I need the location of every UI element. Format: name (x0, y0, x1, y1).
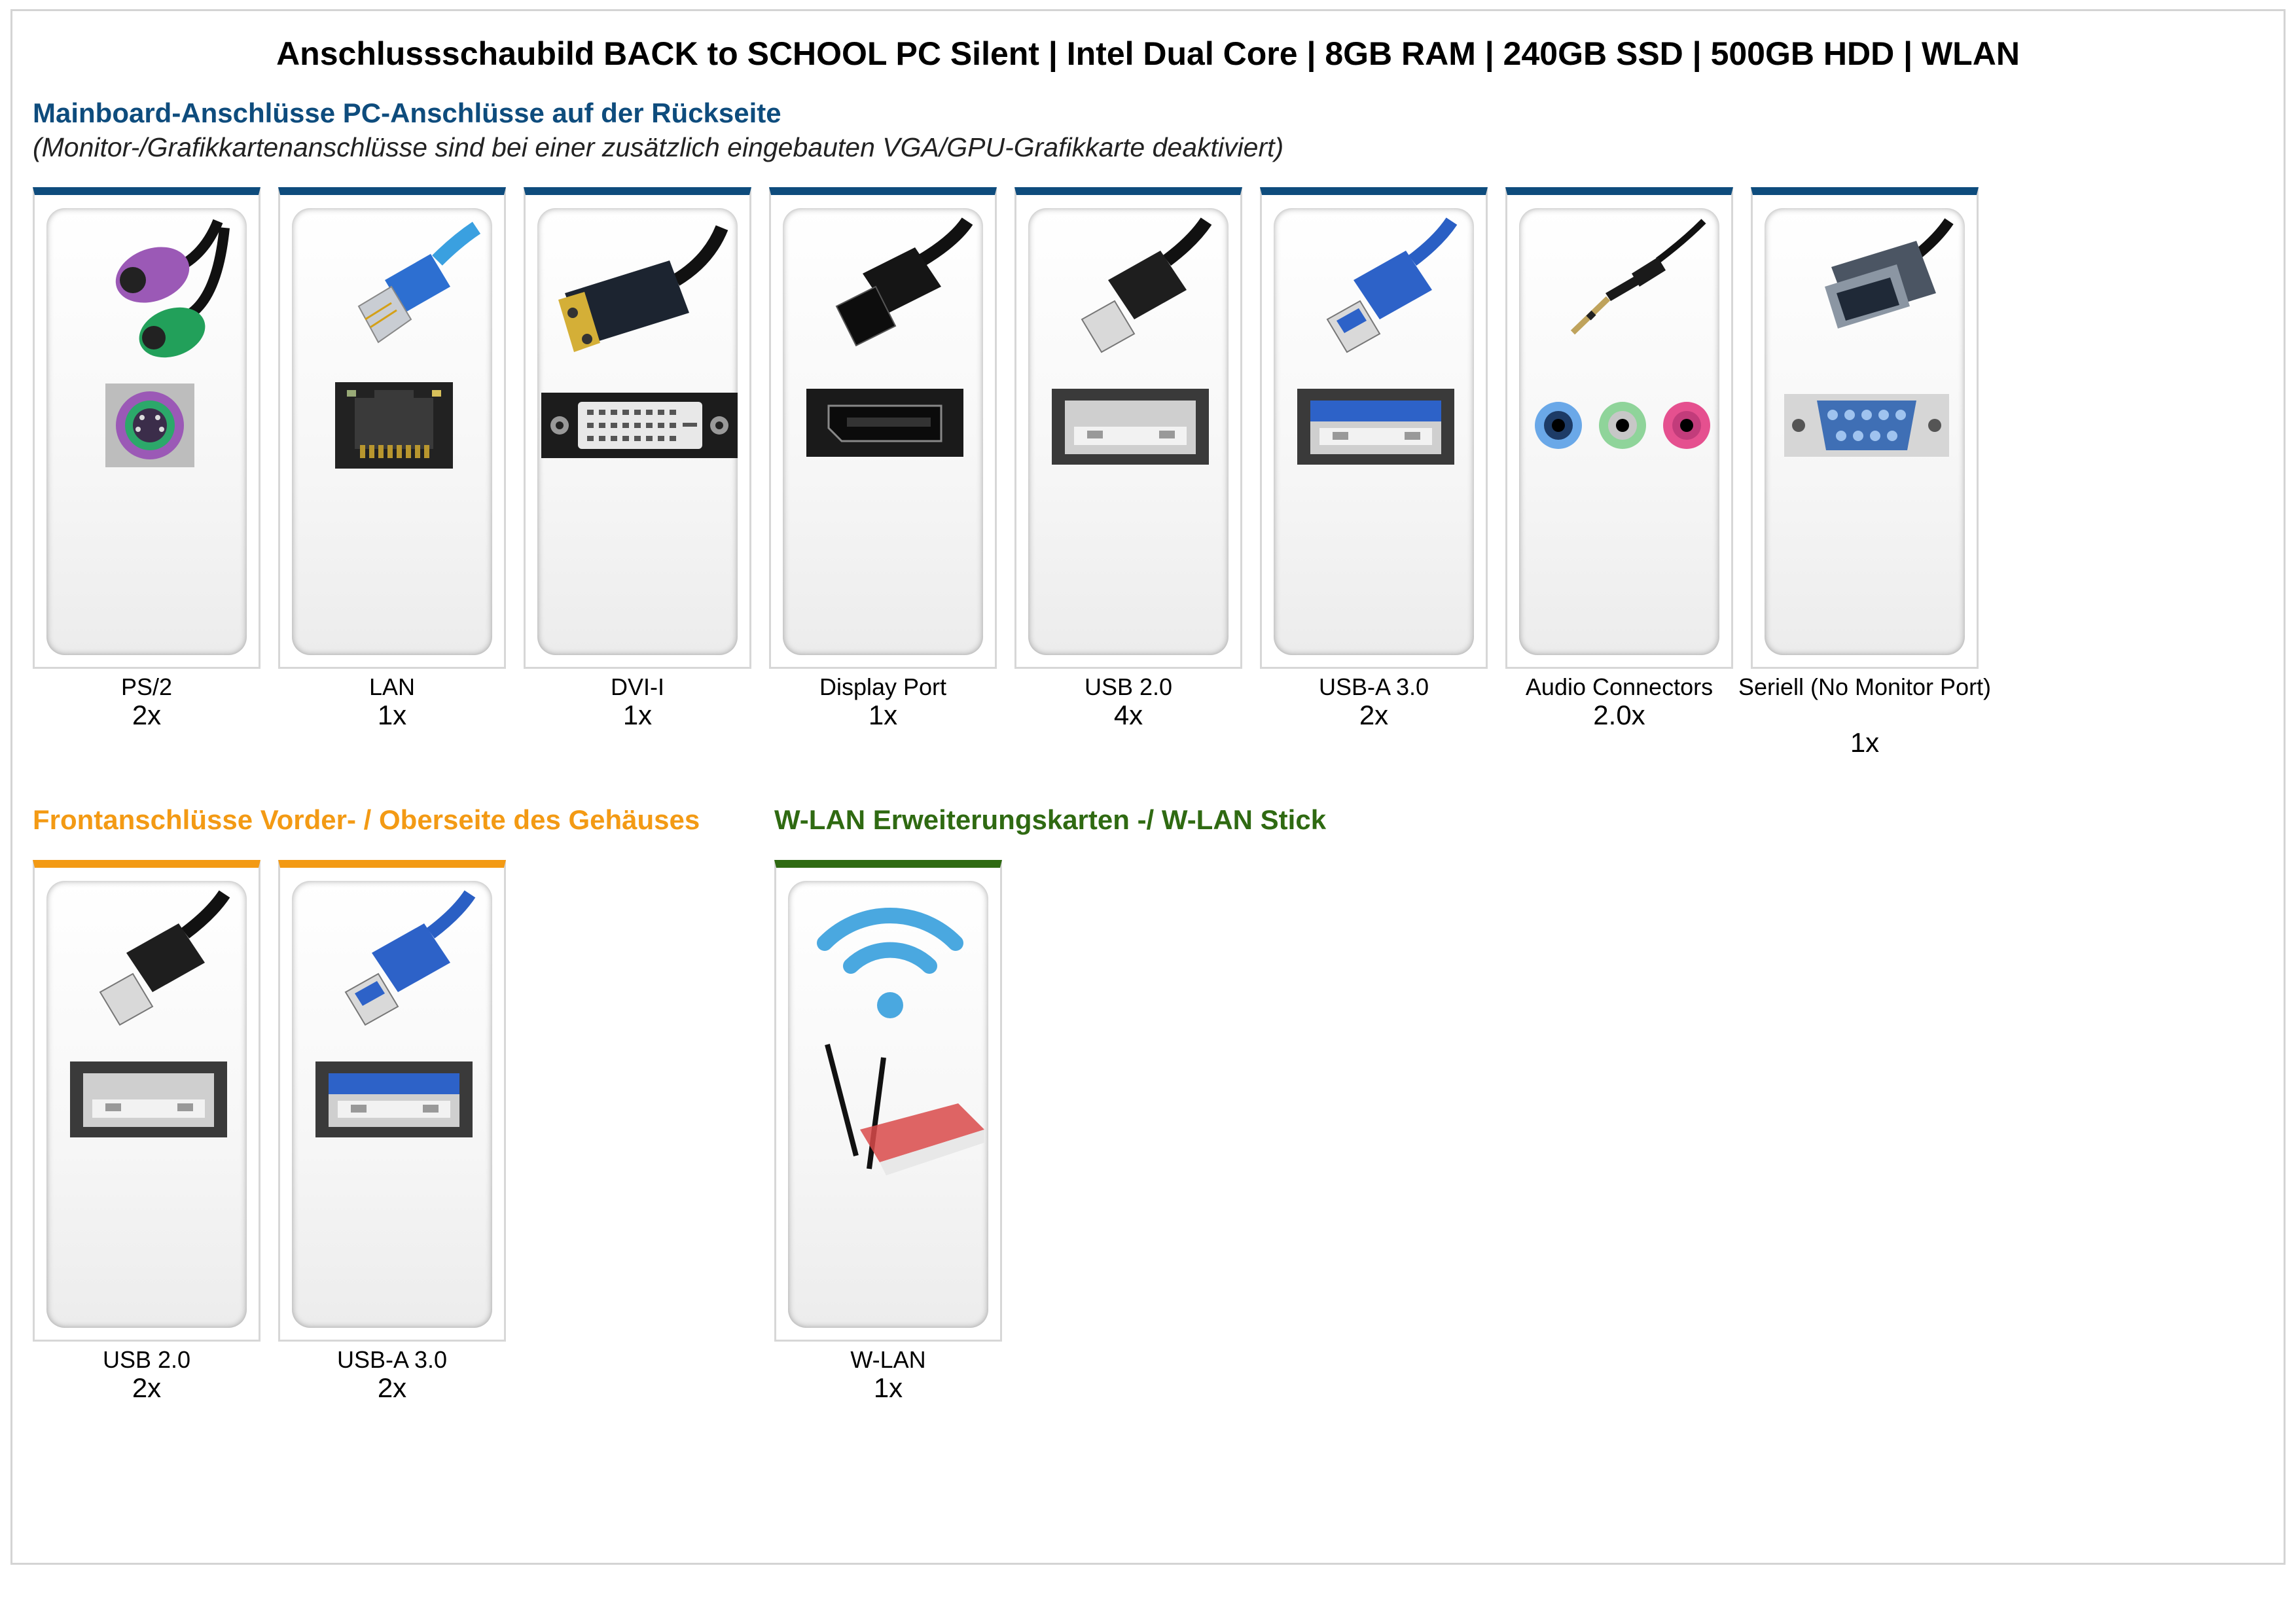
port-card-dvi: DVI-I 1x (524, 187, 751, 730)
port-image (1028, 208, 1229, 655)
usb3-port-icon (1297, 389, 1454, 465)
usb2-port-icon (70, 1061, 227, 1137)
displayport-port-icon (806, 389, 963, 457)
port-count: 1x (873, 1372, 903, 1403)
port-card-ps2: PS/2 2x (33, 187, 260, 730)
port-label: Audio Connectors (1525, 673, 1713, 700)
usb3-port-icon (315, 1061, 473, 1137)
port-label: Display Port (819, 673, 947, 700)
port-card-frame (33, 187, 260, 669)
port-card-lan: LAN 1x (278, 187, 506, 730)
port-card-frame (278, 860, 506, 1342)
ps2-cable-icon (115, 219, 230, 358)
port-label: DVI-I (610, 673, 664, 700)
serial-port-icon (1784, 394, 1949, 457)
dvi-port-icon (541, 393, 738, 458)
port-card-frame (769, 187, 997, 669)
displayport-cable-icon (835, 217, 973, 347)
port-card-wlan: W-LAN 1x (774, 860, 1002, 1403)
port-card-front-usb2: USB 2.0 2x (33, 860, 260, 1403)
usb2-cable-icon (1081, 217, 1212, 353)
lan-cable-icon (357, 221, 481, 344)
front-section-heading: Frontanschlüsse Vorder- / Oberseite des … (33, 804, 700, 835)
port-image (46, 208, 247, 655)
lan-port-icon (335, 382, 453, 469)
dvi-cable-icon (558, 225, 728, 352)
usb3-cable-icon (1326, 217, 1458, 353)
wifi-card-icon (817, 908, 984, 1175)
mainboard-section-heading: Mainboard-Anschlüsse PC-Anschlüsse auf d… (33, 98, 781, 128)
port-label: PS/2 (120, 673, 173, 700)
port-count: 2x (132, 700, 162, 730)
port-card-usb2: USB 2.0 4x (1014, 187, 1242, 730)
port-count: 1x (868, 700, 898, 730)
mainboard-section-note: (Monitor-/Grafikkartenanschlüsse sind be… (33, 132, 1284, 162)
port-label: USB 2.0 (102, 1346, 191, 1373)
port-image (537, 208, 738, 655)
port-card-frame (524, 187, 751, 669)
port-count: 2x (1359, 700, 1389, 730)
audio-jack-icon (1570, 219, 1706, 335)
page-frame (10, 9, 2286, 1565)
serial-cable-icon (1825, 218, 1954, 329)
port-label: USB 2.0 (1084, 673, 1173, 700)
port-card-frame (33, 860, 260, 1342)
port-count: 2x (377, 1372, 407, 1403)
port-label: USB-A 3.0 (1318, 673, 1429, 700)
port-label: Seriell (No Monitor Port) (1738, 673, 1992, 700)
port-card-frame (774, 860, 1002, 1342)
usb2-cable-icon (99, 890, 230, 1026)
port-card-frame (278, 187, 506, 669)
port-image (46, 881, 247, 1328)
port-card-displayport: Display Port 1x (769, 187, 997, 730)
port-label: LAN (368, 673, 416, 700)
port-count: 1x (1850, 727, 1880, 758)
port-image (1765, 208, 1965, 655)
usb3-cable-icon (344, 890, 476, 1026)
port-image (1519, 208, 1719, 655)
port-card-audio: Audio Connectors 2.0x (1505, 187, 1733, 730)
port-label: W-LAN (850, 1346, 926, 1373)
port-card-usb3: USB-A 3.0 2x (1260, 187, 1488, 730)
port-count: 2x (132, 1372, 162, 1403)
page-title: Anschlussschaubild BACK to SCHOOL PC Sil… (276, 35, 2020, 72)
port-count: 1x (622, 700, 653, 730)
port-image (292, 881, 492, 1328)
port-card-frame (1260, 187, 1488, 669)
port-count: 4x (1113, 700, 1143, 730)
port-image (783, 208, 983, 655)
audio-ports-icon (1535, 402, 1710, 449)
ps2-port-icon (105, 383, 194, 467)
port-count: 2.0x (1593, 700, 1645, 730)
port-image (788, 881, 988, 1328)
port-image (1274, 208, 1474, 655)
port-card-front-usb3: USB-A 3.0 2x (278, 860, 506, 1403)
port-card-frame (1751, 187, 1979, 669)
port-card-serial: Seriell (No Monitor Port) 1x (1738, 187, 1991, 758)
wlan-section-heading: W-LAN Erweiterungskarten -/ W-LAN Stick (774, 804, 1327, 835)
port-card-frame (1014, 187, 1242, 669)
usb2-port-icon (1052, 389, 1209, 465)
port-count: 1x (377, 700, 407, 730)
port-label: USB-A 3.0 (336, 1346, 448, 1373)
port-image (292, 208, 492, 655)
port-card-frame (1505, 187, 1733, 669)
